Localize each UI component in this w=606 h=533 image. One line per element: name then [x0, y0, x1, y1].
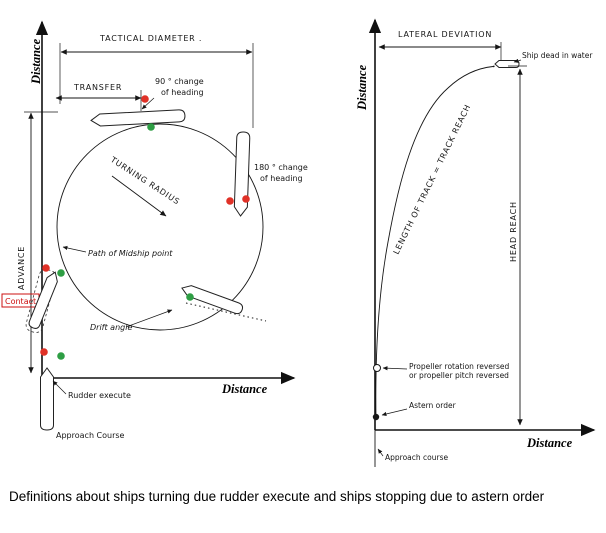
turning-circle-path — [56, 123, 264, 331]
ship-maneuvering-diagrams: Distance Distance TACTICAL DIAMETER . TR… — [1, 18, 596, 467]
red-dot — [226, 197, 234, 205]
stopping-x-axis-label: Distance — [526, 436, 573, 450]
astern-order-point — [372, 413, 380, 421]
red-dot — [141, 95, 149, 103]
ship-90deg-position — [90, 109, 186, 127]
heading-90-arrow — [141, 97, 155, 110]
propeller-arrow — [382, 366, 408, 371]
drift-angle-arrow — [125, 309, 173, 328]
ship-contact-ghost-outline — [25, 269, 57, 333]
turning-diagram: Distance Distance TACTICAL DIAMETER . TR… — [1, 20, 308, 440]
stopping-diagram: Distance Distance LATERAL DEVIATION LENG… — [355, 18, 596, 467]
red-dot — [242, 195, 250, 203]
head-reach-label: HEAD REACH — [509, 201, 518, 262]
green-dot — [186, 293, 194, 301]
drift-angle-reference-line — [185, 302, 267, 322]
rudder-execute-arrow — [52, 380, 67, 395]
contact-label: Contact — [5, 297, 36, 306]
ship-position-dots — [40, 95, 250, 360]
red-dot — [42, 264, 50, 272]
turning-radius-arrow — [111, 175, 167, 217]
green-dot — [57, 269, 65, 277]
propeller-reversed-point — [373, 364, 381, 372]
stopping-track-curve — [375, 66, 494, 420]
drift-angle-label: Drift angle — [90, 323, 132, 332]
lateral-deviation-label: LATERAL DEVIATION — [398, 30, 492, 39]
propeller-label-line1: Propeller rotation reversed — [409, 362, 510, 371]
heading-90-label-line1: 90 ° change — [155, 77, 204, 86]
astern-order-arrow — [381, 408, 408, 417]
transfer-label: TRANSFER — [73, 83, 122, 92]
heading-90-label-line2: of heading — [161, 88, 204, 97]
ship-dead-label: Ship dead in water — [522, 51, 593, 60]
propeller-label-line2: or propeller pitch reversed — [409, 371, 509, 380]
advance-label: ADVANCE — [17, 246, 26, 290]
ship-contact-position — [28, 271, 58, 329]
ship-180deg-position — [233, 131, 251, 217]
midship-path-label: Path of Midship point — [88, 249, 173, 258]
stopping-approach-course-label: Approach course — [385, 453, 448, 462]
stopping-y-axis-label: Distance — [355, 64, 369, 111]
turning-radius-label: TURNING RADIUS — [108, 155, 181, 207]
ship-dead-arrow — [513, 58, 522, 63]
rudder-execute-label: Rudder execute — [68, 391, 131, 400]
turning-x-axis-label: Distance — [221, 382, 268, 396]
astern-order-label: Astern order — [409, 401, 457, 410]
turning-y-axis-label: Distance — [29, 38, 43, 85]
midship-path-arrow — [62, 245, 87, 253]
ship-approach-position — [40, 367, 54, 431]
heading-180-label-line1: 180 ° change — [254, 163, 308, 172]
tactical-diameter-label: TACTICAL DIAMETER . — [99, 34, 202, 43]
green-dot — [147, 123, 155, 131]
red-dot — [40, 348, 48, 356]
approach-course-label: Approach Course — [56, 431, 125, 440]
green-dot — [57, 352, 65, 360]
heading-180-label-line2: of heading — [260, 174, 303, 183]
stopping-approach-arrow — [377, 448, 384, 457]
figure-caption: Definitions about ships turning due rudd… — [9, 489, 545, 504]
track-reach-label: LENGTH OF TRACK = TRACK REACH — [392, 103, 473, 256]
ship-drift-position — [181, 285, 244, 315]
